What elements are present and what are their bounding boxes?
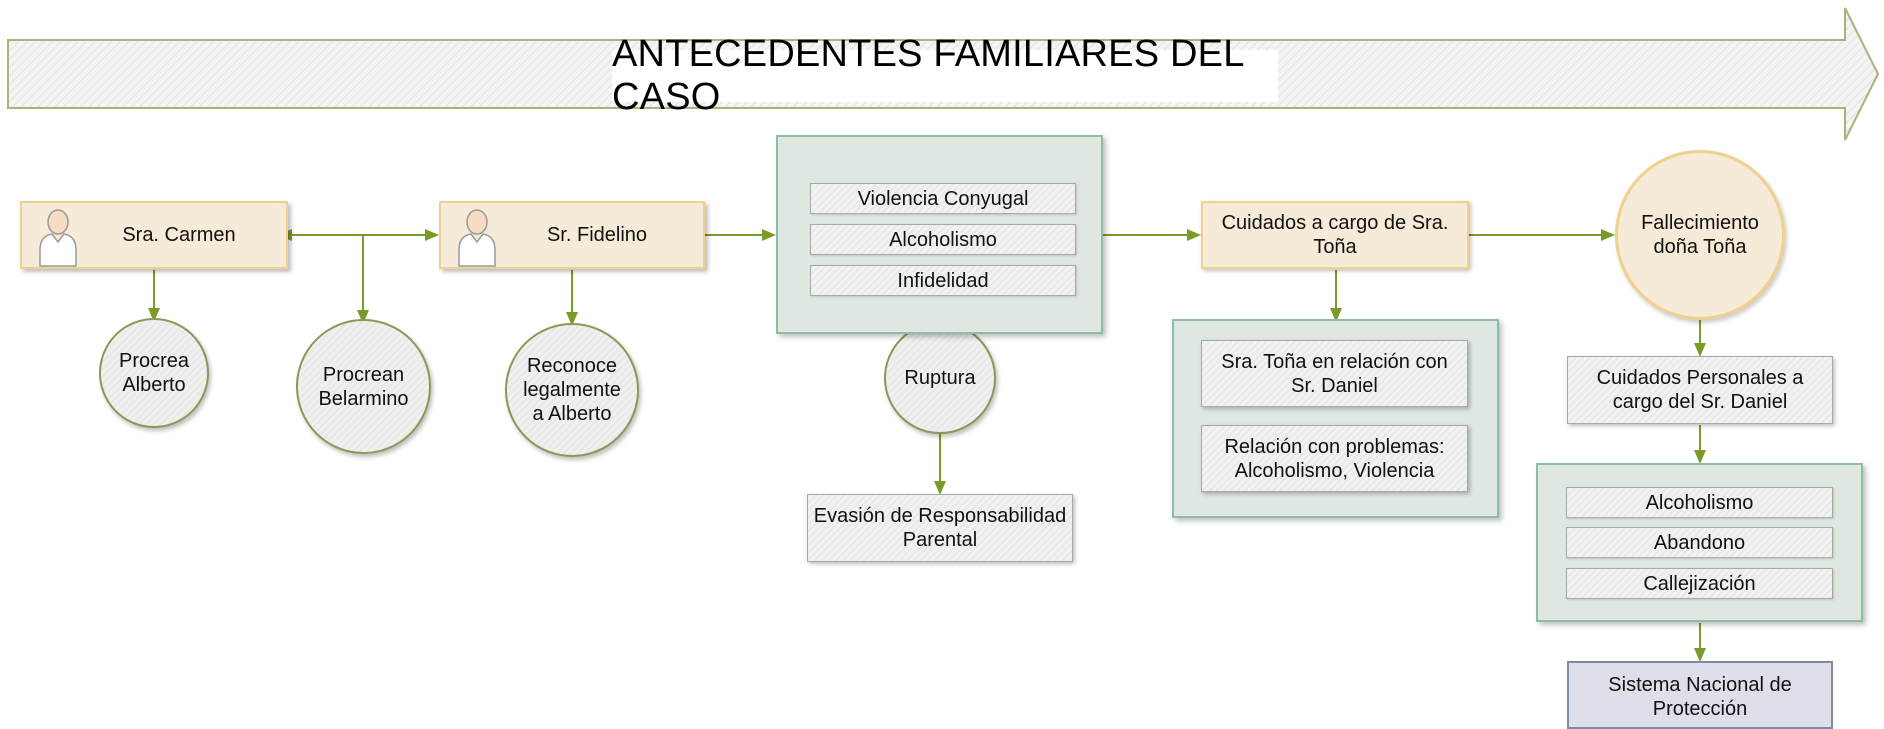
event-fallecimiento: Fallecimiento doña Toña (1615, 150, 1785, 320)
event-evasion: Evasión de Responsabilidad Parental (807, 494, 1073, 562)
person-carmen: Sra. Carmen (20, 201, 288, 269)
page-title: ANTECEDENTES FAMILIARES DEL CASO (612, 33, 1278, 118)
person-fidelino: Sr. Fidelino (439, 201, 705, 269)
event-cuidados-daniel: Cuidados Personales a cargo del Sr. Dani… (1567, 356, 1833, 424)
event-ruptura: Ruptura (884, 322, 996, 434)
final-tag: Abandono (1566, 527, 1833, 558)
event-procrean-belarmino: Procrean Belarmino (296, 319, 431, 454)
tona-problems-box: Relación con problemas: Alcoholismo, Vio… (1201, 425, 1468, 492)
final-tag: Callejización (1566, 568, 1833, 599)
event-cuidados-tona: Cuidados a cargo de Sra. Toña (1201, 201, 1469, 269)
problem-tag: Infidelidad (810, 265, 1076, 296)
event-sistema-nacional: Sistema Nacional de Protección (1567, 661, 1833, 729)
person-fidelino-label: Sr. Fidelino (546, 224, 648, 246)
tona-relation-box: Sra. Toña en relación con Sr. Daniel (1201, 340, 1468, 407)
problem-tag: Violencia Conyugal (810, 183, 1076, 214)
final-tag: Alcoholismo (1566, 487, 1833, 518)
person-carmen-label: Sra. Carmen (122, 224, 236, 246)
person-icon (39, 209, 77, 267)
event-procrea-alberto: Procrea Alberto (99, 318, 209, 428)
event-reconoce-alberto: Reconoce legalmente a Alberto (505, 323, 639, 457)
person-icon (458, 209, 496, 267)
problem-tag: Alcoholismo (810, 224, 1076, 255)
